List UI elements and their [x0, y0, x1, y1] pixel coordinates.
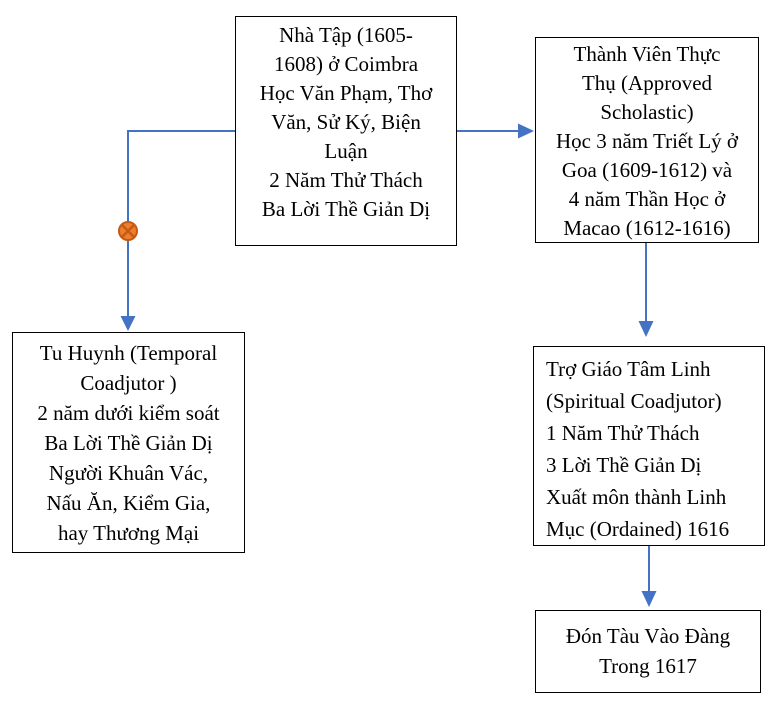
node-approved-scholastic[interactable]: Thành Viên Thực Thụ (Approved Scholastic… — [535, 37, 759, 243]
node-novitiate[interactable]: Nhà Tập (1605- 1608) ở Coimbra Học Văn P… — [235, 16, 457, 246]
cross-circle-marker — [118, 221, 138, 241]
node-temporal-coadjutor[interactable]: Tu Huynh (Temporal Coadjutor ) 2 năm dướ… — [12, 332, 245, 553]
node-arrival-dang-trong[interactable]: Đón Tàu Vào Đàng Trong 1617 — [535, 610, 761, 693]
arrowhead-down-arrival — [641, 591, 657, 607]
arrowhead-down-temporal — [120, 316, 136, 331]
node-spiritual-coadjutor[interactable]: Trợ Giáo Tâm Linh (Spiritual Coadjutor) … — [533, 346, 765, 546]
arrowhead-down-spiritual — [638, 321, 654, 337]
arrowhead-right-scholastic — [518, 123, 534, 139]
elbow-connector-to-temporal — [127, 130, 235, 318]
